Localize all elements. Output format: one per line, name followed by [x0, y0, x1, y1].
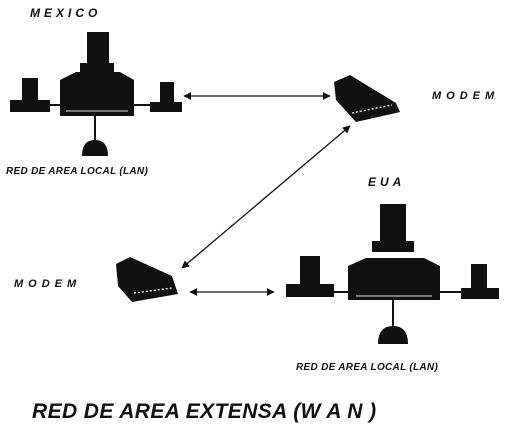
computer-icon — [372, 204, 414, 252]
link-modem-modem — [182, 126, 350, 268]
terminal-icon — [286, 256, 334, 297]
terminal-icon — [461, 264, 499, 299]
server-computer-icon — [60, 72, 134, 116]
printer-icon — [378, 326, 408, 344]
server-computer-icon — [348, 258, 440, 300]
terminal-icon — [10, 78, 50, 112]
modem-icon — [334, 75, 400, 122]
terminal-icon — [150, 82, 182, 112]
diagram-title: RED DE AREA EXTENSA (W A N ) — [32, 400, 376, 424]
lan-mexico-label: RED DE AREA LOCAL (LAN) — [6, 166, 148, 177]
lan-eua — [286, 204, 499, 344]
computer-icon — [80, 32, 114, 72]
printer-icon — [82, 140, 108, 156]
modem-label-right: MODEM — [432, 90, 499, 102]
lan-mexico — [10, 32, 182, 156]
eua-label: EUA — [368, 175, 405, 189]
modem-label-left: MODEM — [14, 278, 81, 290]
modem-icon — [116, 257, 178, 302]
mexico-label: MEXICO — [30, 6, 101, 20]
lan-eua-label: RED DE AREA LOCAL (LAN) — [296, 362, 438, 373]
